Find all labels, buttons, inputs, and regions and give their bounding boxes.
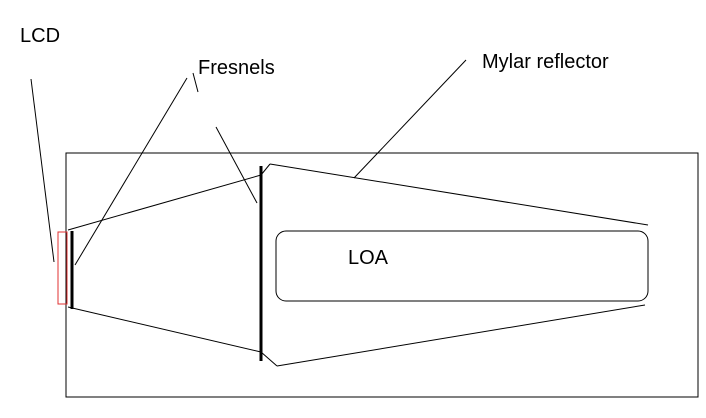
loa-label: LOA [348, 247, 389, 269]
loa-box [275, 230, 649, 302]
reflector-upper-left [67, 174, 262, 231]
reflector-lower-right [276, 304, 646, 367]
fresnels-label: Fresnels [198, 57, 275, 79]
mylar-reflector-label: Mylar reflector [482, 51, 609, 73]
reflector-lower-cap [260, 351, 278, 367]
lcd-label: LCD [20, 25, 60, 47]
fresnel-leader-line-c [215, 126, 258, 204]
enclosure-box [65, 152, 699, 398]
fresnel-leader-line-a [74, 77, 188, 266]
fresnel-leader-line-b [192, 72, 199, 93]
reflector-lower-left [67, 306, 262, 353]
mylar-leader-line [353, 59, 467, 179]
lcd-panel [57, 231, 68, 305]
reflector-upper-right [269, 163, 649, 226]
lcd-leader-line [30, 78, 55, 263]
